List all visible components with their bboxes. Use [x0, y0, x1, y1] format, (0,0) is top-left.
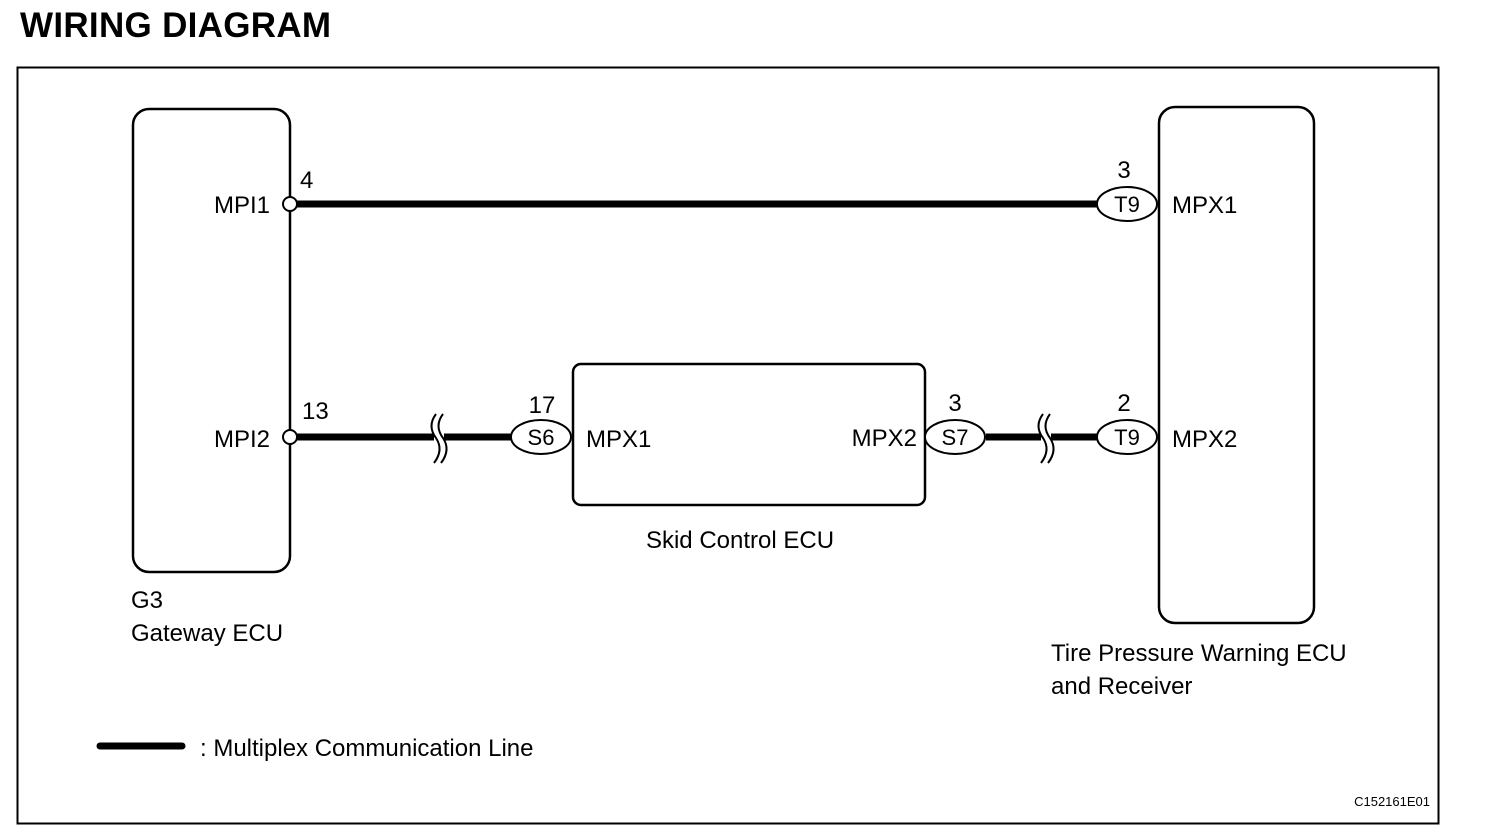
- tpws-ecu-box: [1157, 105, 1316, 625]
- connector-t9-bottom: [1096, 419, 1158, 455]
- diagram-frame: [16, 66, 1440, 825]
- tpws-ecu-name-line2: and Receiver: [1051, 673, 1192, 700]
- gateway-pin-mpi1-label: MPI1: [214, 192, 270, 219]
- page-title: WIRING DIAGRAM: [20, 6, 332, 45]
- tpws-pin-mpx2-label: MPX2: [1172, 426, 1237, 453]
- connector-t9-top: [1096, 186, 1158, 222]
- gateway-ecu-box: [131, 107, 292, 574]
- connector-t9-top-label: T9: [1114, 192, 1140, 217]
- wire-break-symbol-right: [1037, 413, 1048, 464]
- gateway-ecu-code: G3: [131, 587, 163, 614]
- tpws-pin-mpx1-label: MPX1: [1172, 192, 1237, 219]
- connector-s6: [510, 419, 572, 455]
- skid-pin-mpx2-number: 3: [948, 390, 961, 417]
- skid-pin-mpx1-label: MPX1: [586, 426, 651, 453]
- connector-t9-bottom-label: T9: [1114, 425, 1140, 450]
- skid-control-ecu-name: Skid Control ECU: [646, 527, 834, 554]
- tpws-ecu-name-line1: Tire Pressure Warning ECU: [1051, 640, 1347, 667]
- gateway-pin-mpi2-terminal: [282, 429, 298, 445]
- figure-code: C152161E01: [1354, 794, 1430, 809]
- skid-pin-mpx2-label: MPX2: [852, 425, 917, 452]
- legend-text: : Multiplex Communication Line: [200, 735, 533, 762]
- gateway-ecu-name: Gateway ECU: [131, 620, 283, 647]
- gateway-pin-mpi1-number: 4: [300, 167, 313, 194]
- connector-s7: [924, 419, 986, 455]
- gateway-pin-mpi2-label: MPI2: [214, 426, 270, 453]
- tpws-pin-mpx1-number: 3: [1117, 157, 1130, 184]
- wire-break-symbol-left: [430, 413, 441, 464]
- skid-pin-mpx1-number: 17: [529, 392, 556, 419]
- wire-break-symbol-left-2: [437, 413, 448, 464]
- gateway-pin-mpi1-terminal: [282, 196, 298, 212]
- wire-break-symbol-right-2: [1044, 413, 1055, 464]
- connector-s7-label: S7: [942, 425, 969, 450]
- connector-s6-label: S6: [528, 425, 555, 450]
- gateway-pin-mpi2-number: 13: [302, 398, 329, 425]
- tpws-pin-mpx2-number: 2: [1117, 390, 1130, 417]
